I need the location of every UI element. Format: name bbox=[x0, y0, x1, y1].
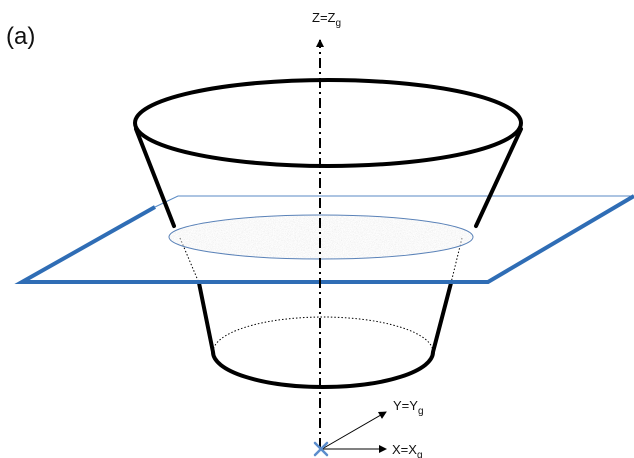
y-axis bbox=[321, 411, 387, 450]
y-axis-label: Y=Yg bbox=[393, 398, 424, 417]
cutting-plane-front-edge bbox=[14, 194, 634, 284]
origin-marker-icon bbox=[313, 441, 329, 457]
cutting-plane-back-edge bbox=[154, 195, 634, 208]
panel-label: (a) bbox=[6, 23, 35, 50]
cone-bottom-back-edge bbox=[212, 316, 434, 353]
cone-wall-left-upper bbox=[134, 127, 176, 228]
cross-section-surface bbox=[169, 215, 473, 259]
z-axis-label: Z=Zg bbox=[312, 10, 341, 29]
x-axis-label: X=Xg bbox=[392, 442, 423, 458]
cone-wall-left-lower bbox=[197, 281, 215, 354]
cone-bottom-front-edge bbox=[211, 351, 435, 389]
cone-top-rim bbox=[133, 78, 523, 168]
cone-wall-right-upper bbox=[474, 127, 523, 228]
cone-wall-right-lower bbox=[431, 281, 453, 354]
